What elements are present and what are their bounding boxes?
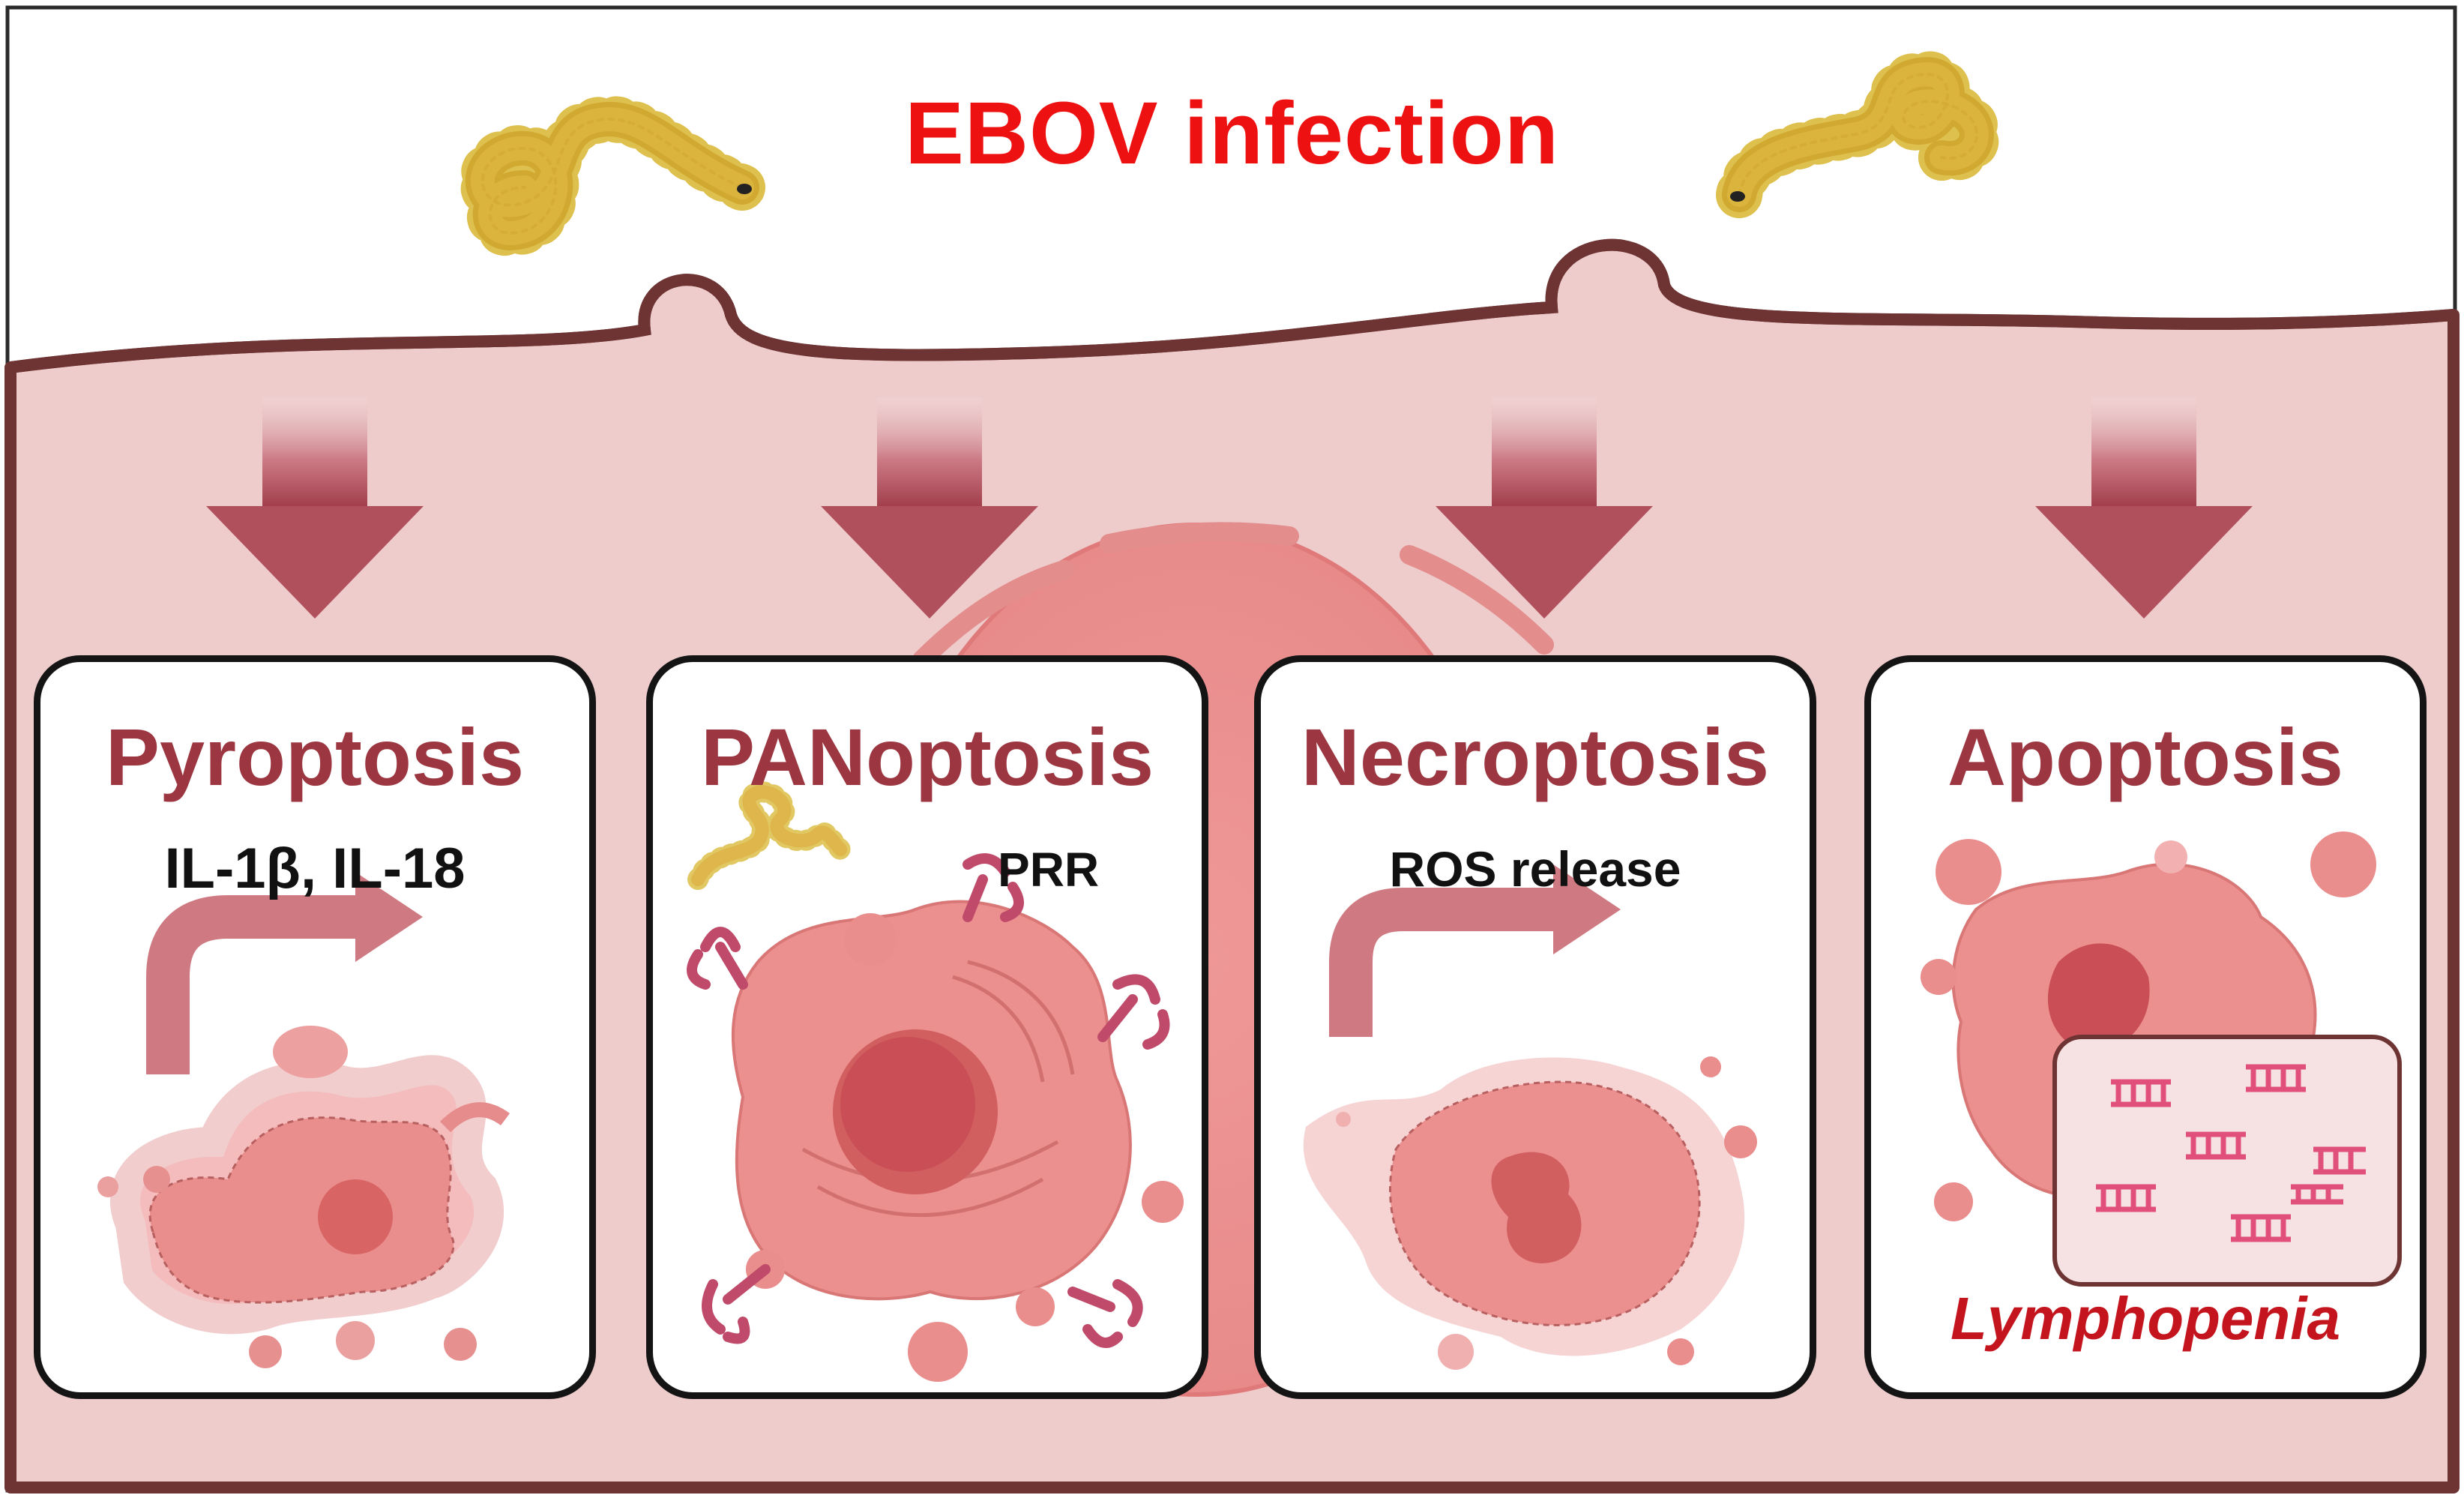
cytokine-label: IL-1β, IL-18	[164, 837, 466, 900]
pyroptosis-illustration	[97, 872, 510, 1368]
ros-label: ROS release	[1389, 841, 1681, 897]
panel-necroptosis: Necroptosis ROS release	[1254, 655, 1816, 1399]
lymphopenia-label: Lymphopenia	[1950, 1285, 2341, 1352]
panel-title-pyroptosis: Pyroptosis	[105, 712, 525, 802]
panoptosis-illustration	[687, 781, 1184, 1382]
arrow-to-pyroptosis	[206, 397, 424, 619]
apoptosis-illustration	[1921, 831, 2402, 1287]
panel-pyroptosis: Pyroptosis IL-1β, IL-18	[34, 655, 596, 1399]
arrow-to-panoptosis	[821, 397, 1038, 619]
panel-apoptosis: Apoptosis Lymphopenia	[1864, 655, 2427, 1399]
ebola-virus-right	[1716, 51, 2000, 218]
panel-title-apoptosis: Apoptosis	[1948, 712, 2343, 802]
panel-title-panoptosis: PANoptosis	[700, 712, 1154, 802]
prr-label: PRR	[998, 843, 1100, 897]
diagram-title: EBOV infection	[905, 84, 1559, 183]
ebola-virus-left	[459, 95, 765, 256]
arrow-to-necroptosis	[1436, 397, 1653, 619]
panel-title-necroptosis: Necroptosis	[1301, 712, 1770, 802]
necroptosis-illustration	[1303, 864, 1757, 1370]
panel-panoptosis: PANoptosis PRR	[646, 655, 1208, 1399]
arrow-to-apoptosis	[2035, 397, 2253, 619]
